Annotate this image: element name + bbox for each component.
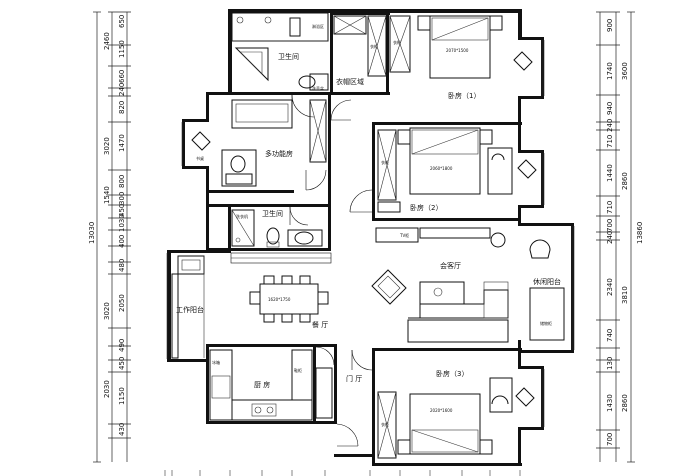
room-label-living: 会客厅 [440, 261, 461, 270]
bedroom2-fixtures: 2060*1800 衣柜 [377, 127, 537, 213]
dim-right: 3600 [621, 62, 629, 80]
dim-left: 480 [118, 259, 126, 272]
closet-label: 衣柜 [370, 43, 378, 49]
dim-left: 300 [118, 192, 126, 205]
doors [289, 94, 373, 447]
dim-left: 450 [118, 204, 126, 217]
room-label-dining: 餐 厅 [312, 320, 328, 329]
tv-label: TV柜 [399, 232, 409, 238]
room-label-multi: 多功能房 [265, 149, 293, 158]
dim-right: 940 [606, 102, 614, 115]
multi-fixtures: 书桌 [191, 99, 327, 187]
right-dimension-lines: 900 1740 3600 940 240 710 1440 2860 710 … [596, 11, 644, 463]
closet-label: 衣柜 [393, 39, 401, 45]
shower-label: 淋浴区 [312, 23, 324, 29]
dim-right: 2860 [621, 172, 629, 190]
room-label-bedroom3: 卧房（3） [436, 369, 468, 378]
bathroom2-fixtures: 洗衣机 [231, 209, 323, 248]
bed2-size: 2060*1800 [430, 166, 453, 171]
desk-label: 书桌 [196, 155, 204, 161]
dim-right: 3810 [621, 286, 629, 304]
dim-right: 2340 [606, 278, 614, 296]
room-label-entrance: 门 厅 [346, 374, 362, 383]
dim-left: 450 [118, 357, 126, 370]
washer-label: 洗衣机 [236, 213, 248, 219]
dim-right: 2860 [621, 394, 629, 412]
dim-left: 1540 [103, 186, 111, 204]
dim-left: 1030 [118, 214, 126, 232]
living-fixtures: TV柜 储物柜 [371, 227, 565, 343]
dim-right: 1430 [606, 394, 614, 412]
dim-left: 240 [118, 83, 126, 96]
dim-right: 700 [606, 433, 614, 446]
room-label-kitchen: 厨 房 [254, 380, 270, 389]
dim-left: 2460 [103, 32, 111, 50]
dim-left: 660 [118, 70, 126, 83]
dim-left: 1150 [118, 387, 126, 405]
dim-left: 820 [118, 101, 126, 114]
bed3-size: 2020*1600 [430, 408, 453, 413]
basin-label: 洗手盆 [312, 85, 324, 91]
bottom-ticks [164, 470, 521, 476]
dim-right: 240 [606, 231, 614, 244]
dim-left: 650 [118, 15, 126, 28]
dim-right: 740 [606, 329, 614, 342]
dim-left: 430 [118, 423, 126, 436]
room-label-leisure-balcony: 休闲阳台 [533, 277, 561, 286]
dim-left: 3020 [103, 137, 111, 155]
dim-right: 710 [606, 135, 614, 148]
dim-left: 490 [118, 339, 126, 352]
dim-right: 900 [606, 19, 614, 32]
storage-label: 储物柜 [540, 320, 552, 326]
dim-left: 2030 [103, 380, 111, 398]
dim-right-total: 13860 [636, 222, 644, 244]
bathroom1-fixtures: 淋浴区 洗手盆 [231, 12, 329, 91]
closet-label: 衣柜 [381, 421, 389, 427]
walls [167, 9, 574, 466]
fridge-label: 冰箱 [212, 359, 220, 365]
work-balcony-fixtures [171, 255, 205, 359]
room-label-bedroom2: 卧房（2） [410, 203, 442, 212]
dim-right: 240 [606, 119, 614, 132]
room-label-work-balcony: 工作阳台 [176, 305, 204, 314]
room-label-bathroom2: 卫生间 [262, 209, 283, 218]
bedroom1-fixtures: 2070*1500 衣柜 [389, 15, 533, 79]
dim-left: 1150 [118, 40, 126, 58]
room-label-walkin: 衣帽区域 [336, 77, 364, 86]
kitchen-fixtures: 冰箱 鞋柜 [209, 349, 333, 421]
dim-right: 710 [606, 201, 614, 214]
dim-left: 1470 [118, 134, 126, 152]
shoe-label: 鞋柜 [294, 367, 302, 373]
walkin-fixtures: 衣柜 [333, 15, 387, 77]
dim-left: 400 [118, 235, 126, 248]
table-size: 1620*1750 [268, 297, 291, 302]
dim-left: 800 [118, 175, 126, 188]
bedroom3-fixtures: 2020*1600 衣柜 [377, 377, 535, 459]
windows [166, 40, 575, 427]
dim-right: 1740 [606, 62, 614, 80]
dim-right: 1440 [606, 164, 614, 182]
dim-left: 2050 [118, 294, 126, 312]
dim-left: 3020 [103, 302, 111, 320]
dim-left-total: 13030 [88, 222, 96, 244]
bed1-size: 2070*1500 [446, 48, 469, 53]
left-dimension-lines: 650 1150 2460 660 240 820 1470 3020 800 … [88, 11, 131, 463]
dim-right: 130 [606, 357, 614, 370]
closet-label: 衣柜 [381, 159, 389, 165]
room-label-bathroom1: 卫生间 [278, 52, 299, 61]
dining-fixtures: 1620*1750 [230, 252, 332, 323]
dim-right: 700 [606, 219, 614, 232]
room-label-bedroom1: 卧房（1） [448, 91, 480, 100]
